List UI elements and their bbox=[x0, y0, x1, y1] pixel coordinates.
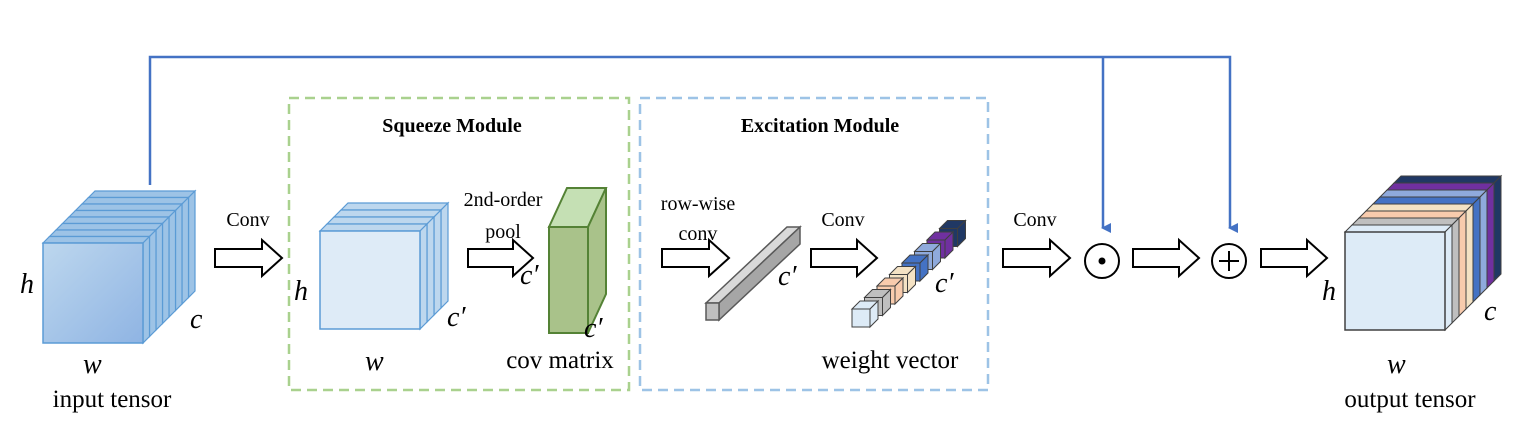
conv-1-arrow bbox=[214, 237, 284, 279]
row-conv-bar bbox=[704, 225, 802, 322]
operator-arrow bbox=[1132, 237, 1201, 279]
cov-cprime-bottom: c′ bbox=[584, 313, 603, 344]
slice-side bbox=[142, 235, 151, 345]
pool-label-line1: 2nd-order bbox=[464, 189, 543, 211]
slice-top bbox=[1378, 189, 1489, 198]
conv-3-label: Conv bbox=[1013, 209, 1056, 231]
conv-1-label: Conv bbox=[226, 209, 269, 231]
excitation-module-title: Excitation Module bbox=[741, 115, 899, 137]
slice-front bbox=[319, 230, 421, 330]
squeeze-module-title: Squeeze Module bbox=[382, 115, 522, 137]
input-c-label: c bbox=[190, 304, 203, 335]
weight-cell-front bbox=[851, 308, 871, 328]
rowwise-arrow bbox=[661, 237, 731, 279]
slice-top bbox=[87, 190, 197, 199]
multiply-operator bbox=[1084, 243, 1120, 279]
slice-top bbox=[80, 196, 190, 205]
output-h-label: h bbox=[1322, 276, 1336, 307]
slice-side bbox=[1451, 216, 1460, 325]
slice-top bbox=[61, 216, 171, 225]
slice-side bbox=[1479, 188, 1488, 297]
slice-front bbox=[1344, 231, 1446, 331]
rowwise-label-line1: row-wise bbox=[661, 193, 736, 215]
slice-top bbox=[1350, 217, 1461, 226]
slice-side bbox=[1465, 202, 1474, 311]
weight-vector-label: weight vector bbox=[822, 347, 959, 374]
cov-matrix-shape bbox=[547, 187, 608, 334]
slice-top bbox=[1343, 224, 1454, 233]
slice-front bbox=[42, 242, 144, 344]
squeezed-tensor-cube bbox=[318, 201, 450, 331]
slice-top bbox=[332, 209, 443, 218]
slice-top bbox=[1385, 182, 1496, 191]
input-h-label: h bbox=[20, 269, 34, 300]
squeeze-cprime-label: c′ bbox=[447, 302, 466, 333]
slice-side bbox=[1493, 174, 1502, 283]
slice-side bbox=[419, 222, 428, 331]
slice-side bbox=[426, 215, 435, 324]
squeeze-h-label: h bbox=[294, 276, 308, 307]
slice-top bbox=[74, 203, 184, 212]
slice-top bbox=[1371, 196, 1482, 205]
slice-side bbox=[433, 208, 442, 317]
slice-top bbox=[339, 202, 450, 211]
pool-label-line2: pool bbox=[485, 221, 521, 243]
slice-side bbox=[187, 189, 196, 299]
slice-side bbox=[1444, 223, 1453, 332]
input-tensor-label: input tensor bbox=[53, 386, 172, 413]
slice-side bbox=[161, 215, 170, 325]
slice-side bbox=[1486, 181, 1495, 290]
add-operator bbox=[1211, 243, 1247, 279]
input-tensor-cube bbox=[41, 189, 197, 345]
conv-3-arrow bbox=[1002, 237, 1072, 279]
slice-top bbox=[325, 216, 436, 225]
slice-side bbox=[168, 209, 177, 319]
slice-top bbox=[1364, 203, 1475, 212]
output-tensor-label: output tensor bbox=[1344, 386, 1476, 413]
output-c-label: c bbox=[1484, 296, 1497, 327]
squeeze-w-label: w bbox=[365, 346, 384, 377]
slice-top bbox=[54, 222, 164, 231]
slice-side bbox=[1458, 209, 1467, 318]
cov-cprime-top: c′ bbox=[520, 260, 539, 291]
output-w-label: w bbox=[1387, 349, 1406, 380]
rowconv-cprime-label: c′ bbox=[778, 261, 797, 292]
weight-cprime-label: c′ bbox=[935, 268, 954, 299]
slice-top bbox=[1392, 175, 1503, 184]
skip-connection bbox=[148, 55, 1238, 233]
weight-vector-shape bbox=[850, 219, 967, 329]
output-arrow bbox=[1260, 237, 1329, 279]
slice-side bbox=[155, 222, 164, 332]
squeeze-module-box bbox=[287, 96, 631, 392]
slice-side bbox=[148, 228, 157, 338]
cov-matrix-label: cov matrix bbox=[506, 347, 614, 374]
pool-arrow bbox=[467, 237, 535, 279]
slice-side bbox=[181, 196, 190, 306]
slice-side bbox=[1472, 195, 1481, 304]
slice-top bbox=[48, 229, 158, 238]
slice-side bbox=[440, 201, 449, 310]
input-w-label: w bbox=[83, 349, 102, 380]
slice-top bbox=[41, 235, 151, 244]
slice-top bbox=[318, 223, 429, 232]
conv-2-arrow bbox=[810, 237, 879, 279]
rowwise-label-line2: conv bbox=[679, 223, 718, 245]
slice-top bbox=[67, 209, 177, 218]
slice-side bbox=[174, 202, 183, 312]
output-tensor-cube bbox=[1343, 174, 1503, 332]
conv-2-label: Conv bbox=[821, 209, 864, 231]
slice-top bbox=[1357, 210, 1468, 219]
